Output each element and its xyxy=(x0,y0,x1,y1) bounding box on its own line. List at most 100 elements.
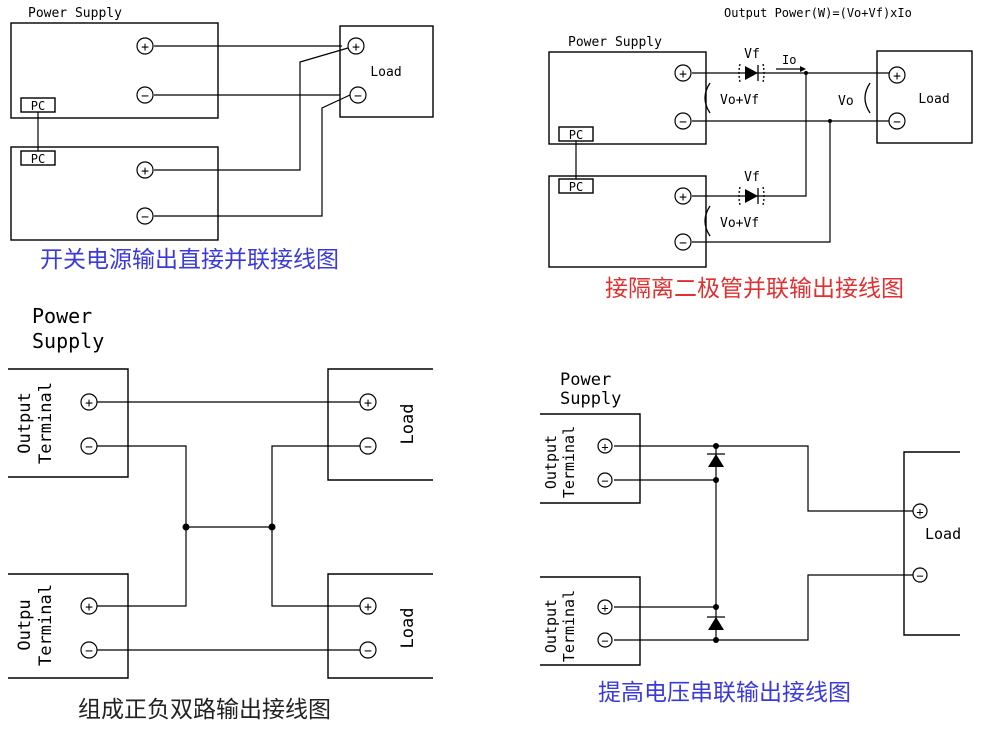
svg-text:+: + xyxy=(679,67,687,82)
load-terminal-minus: − xyxy=(360,438,376,455)
terminal-plus: + xyxy=(137,162,153,179)
terminal-plus: + xyxy=(137,38,153,55)
output-label-bottom: Output xyxy=(542,599,560,653)
supply-label-line2: Supply xyxy=(560,389,621,409)
load-terminal-minus: − xyxy=(350,87,366,104)
svg-text:−: − xyxy=(893,115,901,130)
svg-text:−: − xyxy=(364,440,372,455)
load-label-top: Load xyxy=(398,404,418,445)
diode-top xyxy=(707,454,725,467)
wire-top-minus-common xyxy=(97,446,360,527)
junction-dot xyxy=(183,524,190,531)
vf-label-2: Vf xyxy=(744,170,760,185)
svg-text:+: + xyxy=(679,190,687,205)
diode-bottom xyxy=(707,617,725,630)
svg-text:−: − xyxy=(354,89,362,104)
svg-text:−: − xyxy=(679,236,687,251)
vo-label: Vo xyxy=(838,94,854,109)
svg-text:+: + xyxy=(364,600,372,615)
svg-text:+: + xyxy=(893,69,901,84)
diagram-direct-parallel: Power Supply PC PC Load + − + − + − xyxy=(11,6,433,273)
junction-dot xyxy=(269,524,276,531)
pc-label-1: PC xyxy=(569,128,583,142)
terminal-label-top: Terminal xyxy=(560,426,578,498)
supply-label: Power Supply xyxy=(568,35,662,50)
caption: 接隔离二极管并联输出接线图 xyxy=(605,276,904,302)
terminal-plus: + xyxy=(81,394,97,411)
pc-label-1: PC xyxy=(31,99,45,113)
load-terminal-plus: + xyxy=(889,67,905,84)
caption: 提高电压串联输出接线图 xyxy=(598,680,851,706)
svg-text:−: − xyxy=(141,89,149,104)
terminal-label-top: Terminal xyxy=(36,382,56,464)
wire-bottom-plus xyxy=(97,527,186,606)
svg-text:+: + xyxy=(141,40,149,55)
wire-plus-2 xyxy=(154,48,348,170)
svg-text:−: − xyxy=(601,474,608,488)
terminal-minus: − xyxy=(137,208,153,225)
svg-text:+: + xyxy=(601,440,608,454)
caption: 组成正负双路输出接线图 xyxy=(78,697,331,723)
load-terminal-minus: − xyxy=(889,113,905,130)
svg-text:−: − xyxy=(916,569,923,583)
load-box xyxy=(904,452,960,635)
svg-text:−: − xyxy=(679,115,687,130)
diagram-series-output: Power Supply Output Terminal Output Term… xyxy=(540,370,961,706)
output-label-top: Output xyxy=(15,392,35,453)
terminal-minus: − xyxy=(675,234,691,251)
svg-text:+: + xyxy=(352,40,360,55)
pc-label-2: PC xyxy=(31,152,45,166)
load-terminal-minus: − xyxy=(913,568,927,583)
svg-text:+: + xyxy=(85,600,93,615)
diagram-dual-output: Power Supply Output Terminal Outpu Term… xyxy=(8,304,433,723)
load-label-bottom: Load xyxy=(398,608,418,649)
supply-label: Power Supply xyxy=(28,6,122,21)
junction-dot xyxy=(804,71,808,75)
junction-dot xyxy=(713,443,719,449)
terminal-plus: + xyxy=(675,188,691,205)
load-terminal-plus: + xyxy=(913,504,927,519)
pc-label-2: PC xyxy=(569,180,583,194)
terminal-label-bottom: Terminal xyxy=(560,590,578,662)
terminal-plus: + xyxy=(598,600,612,615)
supply-label-line1: Power xyxy=(560,370,611,390)
wire-top-plus-to-load xyxy=(614,446,913,511)
supply-label-line1: Power xyxy=(32,304,92,328)
svg-text:−: − xyxy=(141,210,149,225)
wire-common-to-load xyxy=(272,527,360,606)
load-terminal-plus: + xyxy=(360,394,376,411)
load-terminal-minus: − xyxy=(360,642,376,659)
output-label-top: Output xyxy=(542,435,560,489)
svg-text:+: + xyxy=(141,164,149,179)
diagram-diode-parallel: Output Power(W)=(Vo+Vf)xIo Power Supply … xyxy=(549,6,972,302)
wire-minus-2 xyxy=(692,121,830,242)
load-terminal-plus: + xyxy=(348,38,364,55)
power-formula: Output Power(W)=(Vo+Vf)xIo xyxy=(724,6,912,20)
junction-dot xyxy=(713,604,719,610)
load-terminal-plus: + xyxy=(360,598,376,615)
terminal-plus: + xyxy=(598,439,612,454)
svg-text:−: − xyxy=(364,644,372,659)
terminal-minus: − xyxy=(81,642,97,659)
svg-text:+: + xyxy=(601,601,608,615)
svg-text:+: + xyxy=(916,505,923,519)
terminal-plus: + xyxy=(81,598,97,615)
svg-text:+: + xyxy=(364,396,372,411)
load-label: Load xyxy=(925,525,961,543)
junction-dot xyxy=(713,477,719,483)
terminal-label-bottom: Terminal xyxy=(36,584,56,666)
vovf-label-1: Vo+Vf xyxy=(720,93,759,108)
junction-dot xyxy=(713,637,719,643)
vo-bracket xyxy=(865,83,870,113)
terminal-minus: − xyxy=(137,87,153,104)
terminal-minus: − xyxy=(598,473,612,488)
terminal-plus: + xyxy=(675,65,691,82)
io-label: Io xyxy=(782,53,796,67)
svg-text:−: − xyxy=(85,644,93,659)
caption: 开关电源输出直接并联接线图 xyxy=(40,247,339,273)
terminal-minus: − xyxy=(598,633,612,648)
load-label: Load xyxy=(918,92,949,107)
vf-label-1: Vf xyxy=(744,47,760,62)
svg-text:+: + xyxy=(85,396,93,411)
